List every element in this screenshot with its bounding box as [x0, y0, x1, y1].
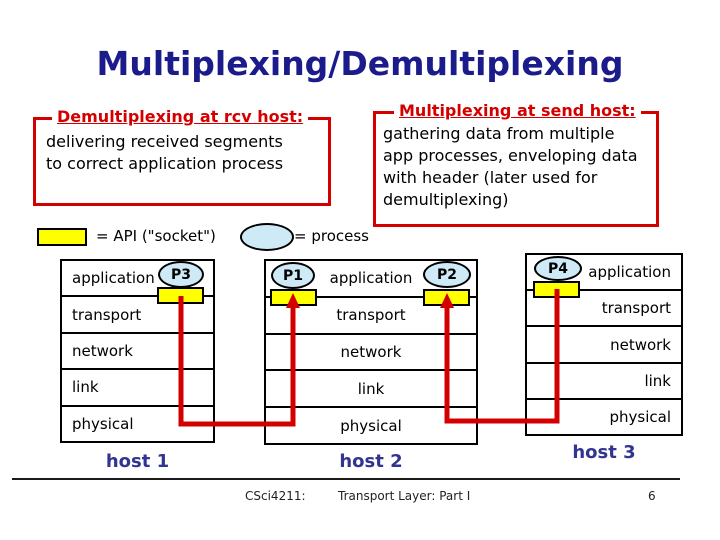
footer-page-number: 6 — [648, 489, 656, 503]
mux-note-line: app processes, enveloping data — [383, 146, 638, 165]
layer-row-link: link — [62, 368, 213, 404]
demux-note-line: to correct application process — [46, 154, 284, 173]
demux-note-line: delivering received segments — [46, 132, 283, 151]
legend-api-label: = API ("socket") — [96, 227, 216, 245]
page-title: Multiplexing/Demultiplexing — [96, 44, 624, 83]
socket-rect-p1 — [270, 289, 317, 306]
layer-row-network: network — [527, 325, 681, 361]
mux-note-line: with header (later used for — [383, 168, 598, 187]
socket-rect-p3 — [157, 287, 204, 304]
footer-lecture-title: Transport Layer: Part I — [338, 489, 471, 503]
layer-row-application: application — [329, 269, 413, 288]
mux-note-line: demultiplexing) — [383, 190, 509, 209]
socket-rect-p2 — [423, 289, 470, 306]
layer-row-network: network — [266, 332, 476, 370]
layer-row-link: link — [527, 361, 681, 398]
host2-label: host 2 — [339, 451, 403, 472]
footer-course: CSci4211: — [245, 489, 306, 503]
layer-row-transport: transport — [527, 289, 681, 325]
host1-label: host 1 — [105, 451, 170, 472]
layer-row-application: application — [588, 263, 671, 282]
mux-note-line: gathering data from multiple — [383, 124, 615, 143]
layer-row-physical: physical — [527, 397, 681, 434]
layer-row-application: application — [72, 269, 155, 288]
demux-note-box: Demultiplexing at rcv host: delivering r… — [33, 107, 331, 206]
footer-divider — [12, 478, 680, 480]
layer-row-network: network — [62, 331, 213, 368]
process-ellipse-p2: P2 — [423, 261, 471, 288]
process-ellipse-p4: P4 — [534, 256, 582, 281]
demux-note-body: delivering received segments to correct … — [36, 120, 328, 175]
process-swatch-icon — [240, 223, 294, 251]
mux-note-box: Multiplexing at send host: gathering dat… — [373, 101, 659, 227]
socket-swatch-icon — [37, 228, 87, 246]
mux-note-body: gathering data from multiple app process… — [376, 114, 656, 211]
legend-process-label: = process — [294, 227, 369, 245]
process-ellipse-p1: P1 — [271, 262, 315, 289]
layer-row-transport: transport — [266, 295, 476, 333]
socket-rect-p4 — [533, 281, 580, 298]
layer-row-physical: physical — [266, 406, 476, 443]
host3-label: host 3 — [572, 442, 636, 463]
layer-row-transport: transport — [62, 295, 213, 331]
layer-row-physical: physical — [62, 404, 213, 441]
mux-note-title: Multiplexing at send host: — [394, 101, 641, 120]
process-ellipse-p3: P3 — [158, 261, 204, 288]
demux-note-title: Demultiplexing at rcv host: — [52, 107, 309, 126]
layer-row-link: link — [266, 369, 476, 406]
